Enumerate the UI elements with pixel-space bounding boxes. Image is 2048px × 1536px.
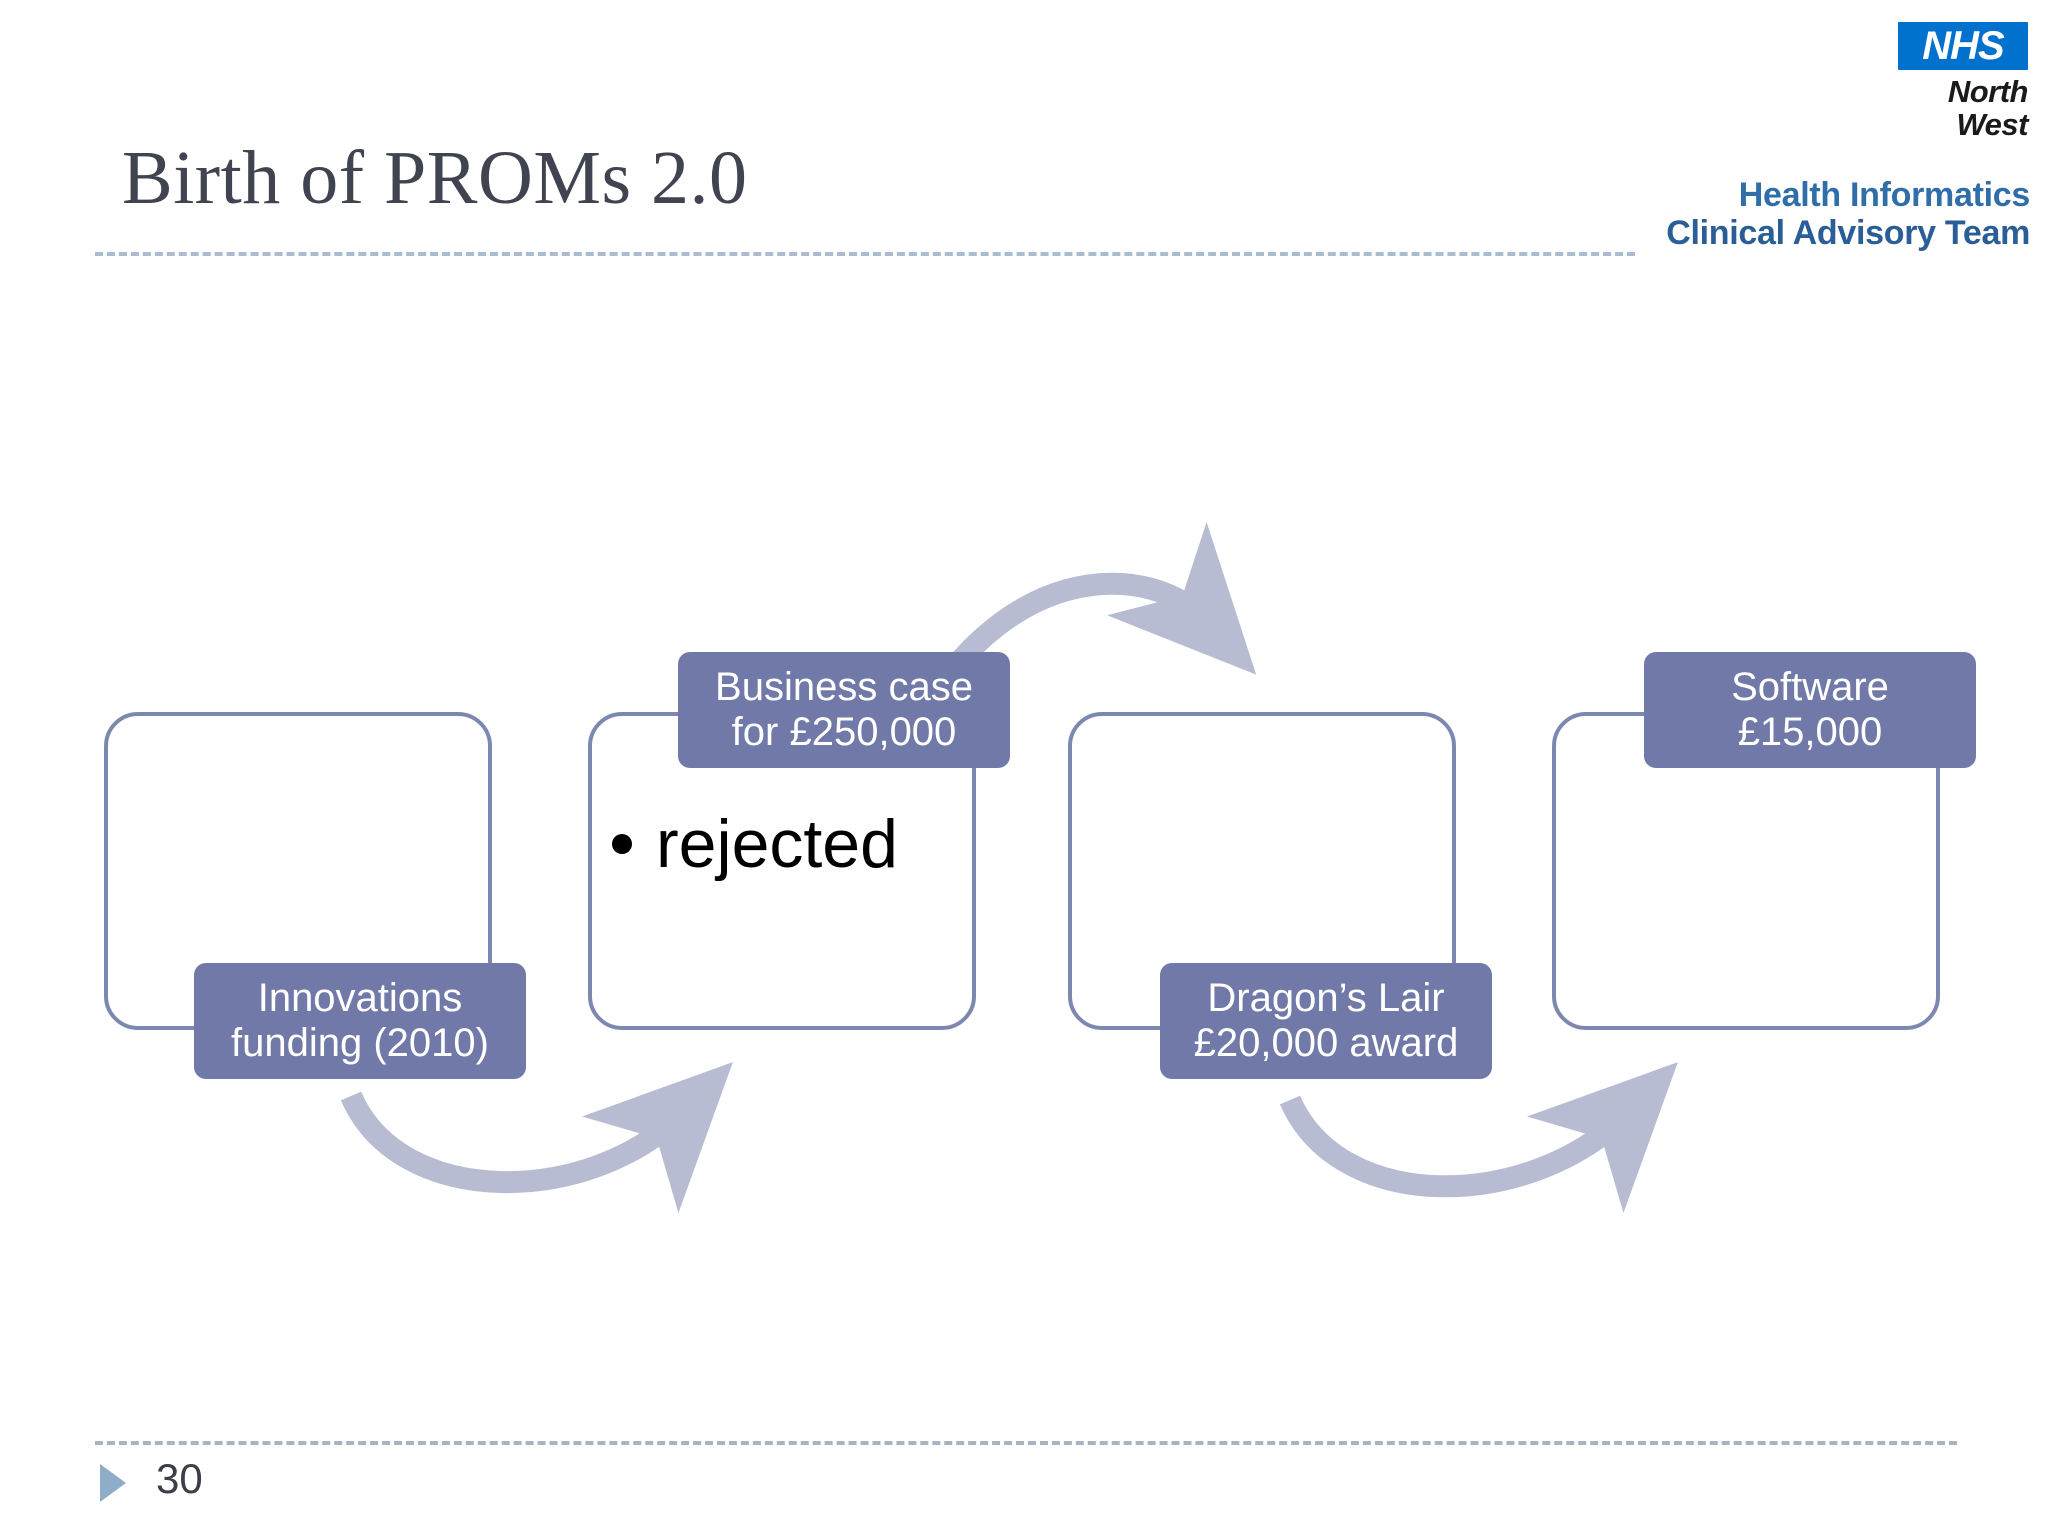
page-marker-icon <box>100 1464 126 1502</box>
bullet-dot-icon <box>612 834 632 855</box>
team-name-line2: Clinical Advisory Team <box>1666 214 2030 253</box>
arrow-3 <box>1279 1062 1678 1214</box>
nhs-logo-text: NHS <box>1922 24 2004 68</box>
page-number: 30 <box>156 1455 203 1502</box>
nhs-region-text: North West <box>1947 74 2029 142</box>
page-title: Birth of PROMs 2.0 <box>122 136 748 220</box>
stage-label-4[interactable]: Software £15,000 <box>1644 652 1976 768</box>
stage-2-body: rejected <box>612 810 898 878</box>
nhs-logo: NHS North West <box>1880 22 2030 141</box>
title-divider <box>95 252 1635 256</box>
team-name: Health Informatics Clinical Advisory Tea… <box>1666 176 2030 252</box>
stage-label-1[interactable]: Innovations funding (2010) <box>194 963 526 1079</box>
footer-divider <box>95 1441 1957 1445</box>
arrow-1 <box>340 1062 733 1214</box>
stage-label-3[interactable]: Dragon’s Lair £20,000 award <box>1160 963 1492 1079</box>
stage-2-body-text: rejected <box>656 806 898 882</box>
stage-label-2[interactable]: Business case for £250,000 <box>678 652 1010 768</box>
team-name-line1: Health Informatics <box>1738 176 2031 214</box>
nhs-logo-box: NHS <box>1898 22 2028 70</box>
